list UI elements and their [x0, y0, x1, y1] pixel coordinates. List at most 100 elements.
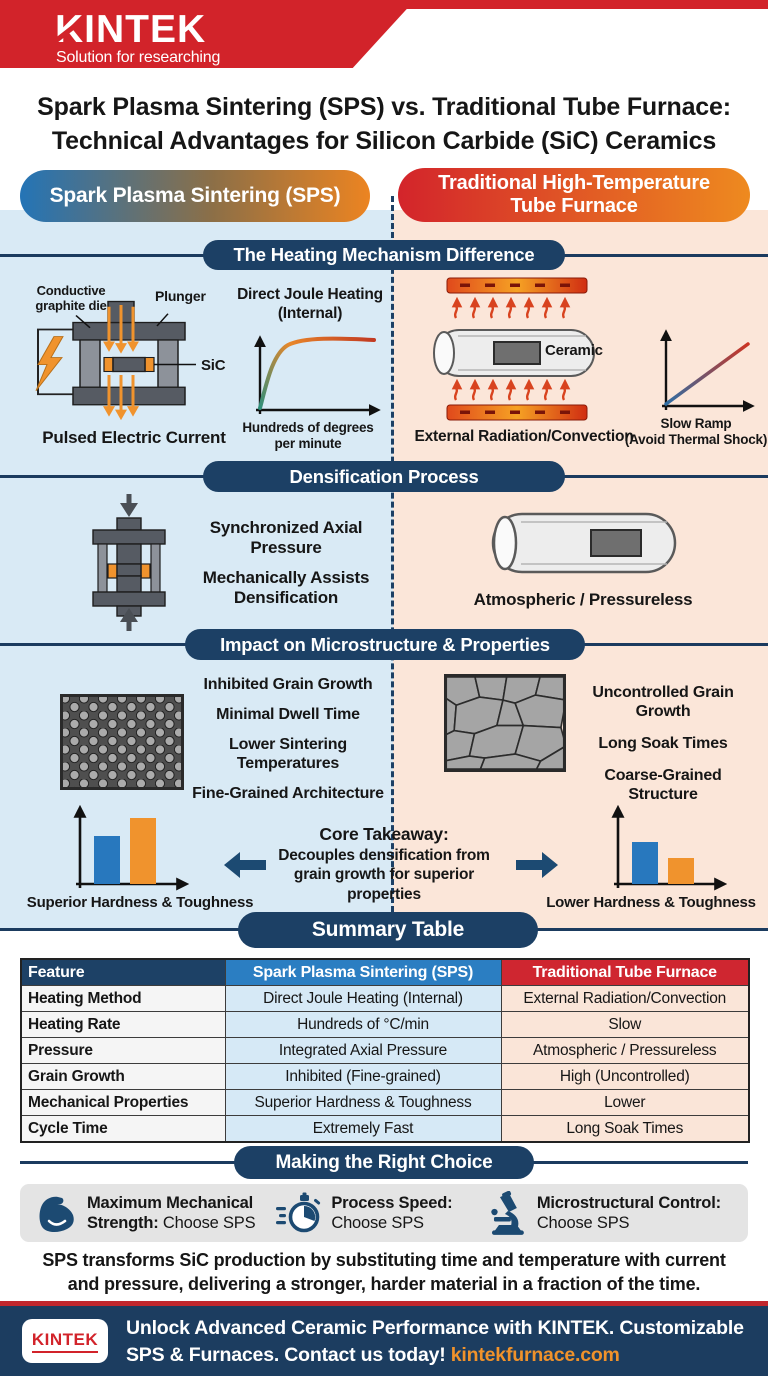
slow-ramp-chart [660, 329, 755, 412]
densification-sps-text1: Synchronized Axial Pressure [209, 518, 363, 558]
densification-sps-text2: Mechanically Assists Densification [202, 568, 370, 608]
page-title-line2: Technical Advantages for Silicon Carbide… [51, 127, 717, 155]
brand-logo: KINTEK [55, 8, 207, 51]
heating-sps-cell: Conductive graphite die Plunger SiC Puls… [14, 272, 384, 460]
takeaway-title: Core Takeaway: [319, 824, 449, 844]
furnace-heating-caption: External Radiation/Convection [414, 428, 634, 445]
heat-arrows-top [451, 296, 571, 319]
furnace-point: Uncontrolled Grain Growth [592, 684, 734, 720]
furnace-column-title-line1: Traditional High-Temperature [438, 171, 710, 194]
tube-furnace-diagram [433, 277, 595, 421]
banner-heating-mechanism: The Heating Mechanism Difference [203, 240, 565, 270]
arrow-left-icon [224, 852, 266, 878]
current-arrows [103, 305, 139, 421]
furnace-column-title-line2: Tube Furnace [510, 195, 638, 217]
table-cell: High (Uncontrolled) [500, 1063, 750, 1090]
sps-chart-caption: Superior Hardness & Toughness [26, 894, 254, 911]
choice-text: Maximum Mechanical Strength: Choose SPS [87, 1193, 265, 1233]
table-cell: Heating Rate [20, 1011, 226, 1038]
choice-normal: Choose SPS [331, 1214, 424, 1232]
sps-hardness-chart [73, 804, 190, 891]
ceramic-sample [493, 341, 541, 365]
sps-point: Minimal Dwell Time [216, 705, 360, 723]
table-cell: Inhibited (Fine-grained) [224, 1063, 502, 1090]
sps-die-diagram [35, 300, 196, 421]
ceramic-label: Ceramic [545, 342, 603, 359]
table-cell: Mechanical Properties [20, 1089, 226, 1116]
sps-heating-caption: Pulsed Electric Current [42, 428, 226, 447]
choice-item-speed: Process Speed: Choose SPS [276, 1191, 478, 1235]
choice-item-strength: Maximum Mechanical Strength: Choose SPS [34, 1191, 266, 1235]
footer-red-line [0, 1301, 768, 1306]
sic-label: SiC [201, 357, 226, 374]
page-title-line1: Spark Plasma Sintering (SPS) vs. Traditi… [37, 93, 731, 121]
table-cell: Integrated Axial Pressure [224, 1037, 502, 1064]
table-cell: Long Soak Times [500, 1115, 750, 1143]
stopwatch-icon [276, 1192, 321, 1233]
table-cell: Superior Hardness & Toughness [224, 1089, 502, 1116]
plunger-label: Plunger [155, 288, 206, 304]
choice-bold: Maximum Mechanical Strength: [87, 1193, 254, 1232]
table-cell: Heating Method [20, 985, 226, 1012]
sps-microstructure-points: Inhibited Grain Growth Minimal Dwell Tim… [192, 676, 384, 814]
joule-chart-caption: Hundreds of degrees per minute [242, 420, 374, 452]
furnace-point: Coarse-Grained Structure [604, 766, 722, 803]
footer-bar: KINTEK Unlock Advanced Ceramic Performan… [0, 1306, 768, 1376]
table-cell: Grain Growth [20, 1063, 226, 1090]
footer-website-link[interactable]: kintekfurnace.com [450, 1343, 620, 1366]
footer-message: Unlock Advanced Ceramic Performance with… [126, 1315, 746, 1369]
table-cell: Extremely Fast [224, 1115, 502, 1143]
footer-message-text: Unlock Advanced Ceramic Performance with… [126, 1317, 744, 1366]
fine-grain-micrograph [60, 694, 184, 790]
choice-text: Microstructural Control: Choose SPS [537, 1193, 734, 1233]
ramp-chart-caption: Slow Ramp (Avoid Thermal Shock) [624, 416, 768, 448]
furnace-point: Long Soak Times [598, 734, 728, 752]
axial-press-diagram [92, 494, 166, 631]
muscle-icon [39, 1196, 74, 1232]
table-cell: Pressure [20, 1037, 226, 1064]
choice-bold: Microstructural Control: [536, 1193, 721, 1212]
densification-furnace-cell: Atmospheric / Pressureless [398, 492, 768, 632]
furnace-hardness-chart [611, 804, 728, 891]
banner-densification: Densification Process [203, 461, 565, 492]
summary-table: Feature Spark Plasma Sintering (SPS) Tra… [20, 958, 750, 1143]
ramp-caption-line2: (Avoid Thermal Shock) [624, 432, 768, 448]
furnace-chart-caption: Lower Hardness & Toughness [546, 894, 756, 911]
coarse-grain-micrograph [444, 674, 566, 772]
choice-normal: Choose SPS [162, 1214, 256, 1232]
die-label: Conductive graphite die [35, 283, 107, 313]
pressureless-tube-diagram [491, 512, 677, 574]
ramp-caption-line1: Slow Ramp [660, 416, 732, 431]
table-header-feature: Feature [20, 958, 226, 986]
microstructure-furnace-cell: Uncontrolled Grain Growth Long Soak Time… [398, 660, 768, 912]
table-cell: Atmospheric / Pressureless [500, 1037, 750, 1064]
sps-column-title: Spark Plasma Sintering (SPS) [49, 184, 341, 207]
furnace-microstructure-points: Uncontrolled Grain Growth Long Soak Time… [570, 684, 756, 817]
table-cell: Cycle Time [20, 1115, 226, 1143]
choice-box: Maximum Mechanical Strength: Choose SPS … [20, 1184, 748, 1242]
table-header-sps: Spark Plasma Sintering (SPS) [224, 958, 502, 986]
choice-item-microstructure: Microstructural Control: Choose SPS [488, 1191, 734, 1235]
sample-block [590, 529, 642, 557]
table-cell: External Radiation/Convection [500, 985, 750, 1012]
densification-sps-cell: Synchronized Axial Pressure Mechanically… [14, 492, 384, 632]
table-cell: Hundreds of °C/min [224, 1011, 502, 1038]
furnace-column-header: Traditional High-Temperature Tube Furnac… [398, 168, 750, 222]
footer-logo-box: KINTEK [22, 1319, 108, 1363]
sps-point: Lower Sintering Temperatures [229, 735, 347, 772]
table-cell: Direct Joule Heating (Internal) [224, 985, 502, 1012]
logo-banner: KINTEK Solution for researching [0, 0, 415, 68]
microscope-icon [491, 1191, 524, 1235]
banner-summary-table: Summary Table [238, 912, 538, 948]
table-cell: Slow [500, 1011, 750, 1038]
choice-normal: Choose SPS [536, 1214, 630, 1232]
footer-logo: KINTEK [31, 1330, 99, 1353]
choice-bold: Process Speed: [331, 1193, 453, 1212]
banner-microstructure: Impact on Microstructure & Properties [185, 629, 585, 660]
column-divider [391, 196, 394, 930]
heating-furnace-cell: Ceramic External Radiation/Convection Sl… [398, 272, 768, 460]
table-header-traditional: Traditional Tube Furnace [500, 958, 750, 986]
densification-furnace-caption: Atmospheric / Pressureless [473, 590, 693, 609]
choice-text: Process Speed: Choose SPS [331, 1193, 461, 1233]
